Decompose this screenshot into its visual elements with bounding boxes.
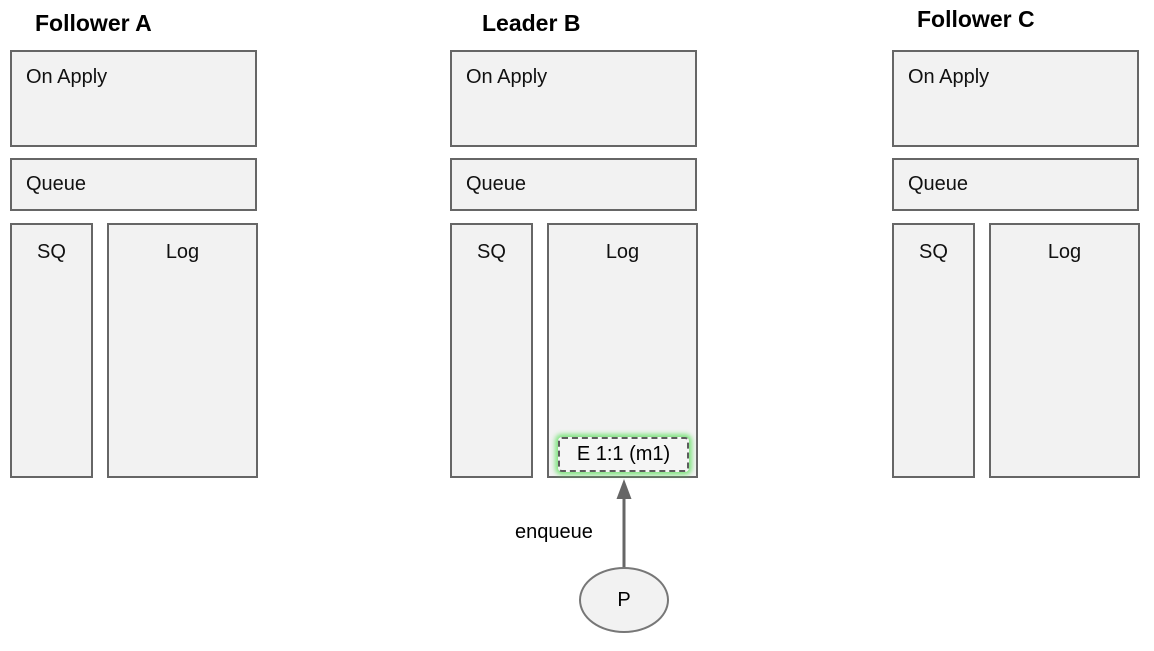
- sq-box: SQ: [450, 223, 533, 478]
- enqueue-arrow-icon: [616, 479, 632, 570]
- queue-label: Queue: [466, 173, 527, 195]
- on-apply-box: On Apply: [450, 50, 697, 147]
- log-box: Log E 1:1 (m1): [547, 223, 698, 478]
- node-title: Follower A: [35, 10, 152, 36]
- log-box: Log: [989, 223, 1140, 478]
- queue-label: Queue: [26, 173, 87, 195]
- log-entry-highlighted: E 1:1 (m1): [558, 437, 689, 472]
- on-apply-label: On Apply: [908, 66, 990, 88]
- log-label: Log: [165, 241, 200, 263]
- sq-box: SQ: [892, 223, 975, 478]
- log-box: Log: [107, 223, 258, 478]
- sq-label: SQ: [37, 241, 66, 263]
- on-apply-label: On Apply: [466, 66, 548, 88]
- producer-node: P: [579, 567, 669, 633]
- node-title: Follower C: [917, 6, 1035, 32]
- node-title: Leader B: [482, 10, 581, 36]
- on-apply-box: On Apply: [10, 50, 257, 147]
- queue-label: Queue: [908, 173, 969, 195]
- queue-box: Queue: [892, 158, 1139, 211]
- queue-box: Queue: [450, 158, 697, 211]
- sq-box: SQ: [10, 223, 93, 478]
- node-leader-b: Leader B On Apply Queue SQ Log E 1:1 (m1…: [450, 0, 698, 480]
- on-apply-label: On Apply: [26, 66, 108, 88]
- sq-label: SQ: [919, 241, 948, 263]
- producer-label: P: [617, 588, 631, 611]
- sq-label: SQ: [477, 241, 506, 263]
- log-label: Log: [605, 241, 640, 263]
- node-follower-a: Follower A On Apply Queue SQ Log: [10, 0, 258, 480]
- enqueue-label: enqueue: [515, 521, 593, 543]
- log-label: Log: [1047, 241, 1082, 263]
- node-follower-c: Follower C On Apply Queue SQ Log: [892, 0, 1140, 480]
- on-apply-box: On Apply: [892, 50, 1139, 147]
- queue-box: Queue: [10, 158, 257, 211]
